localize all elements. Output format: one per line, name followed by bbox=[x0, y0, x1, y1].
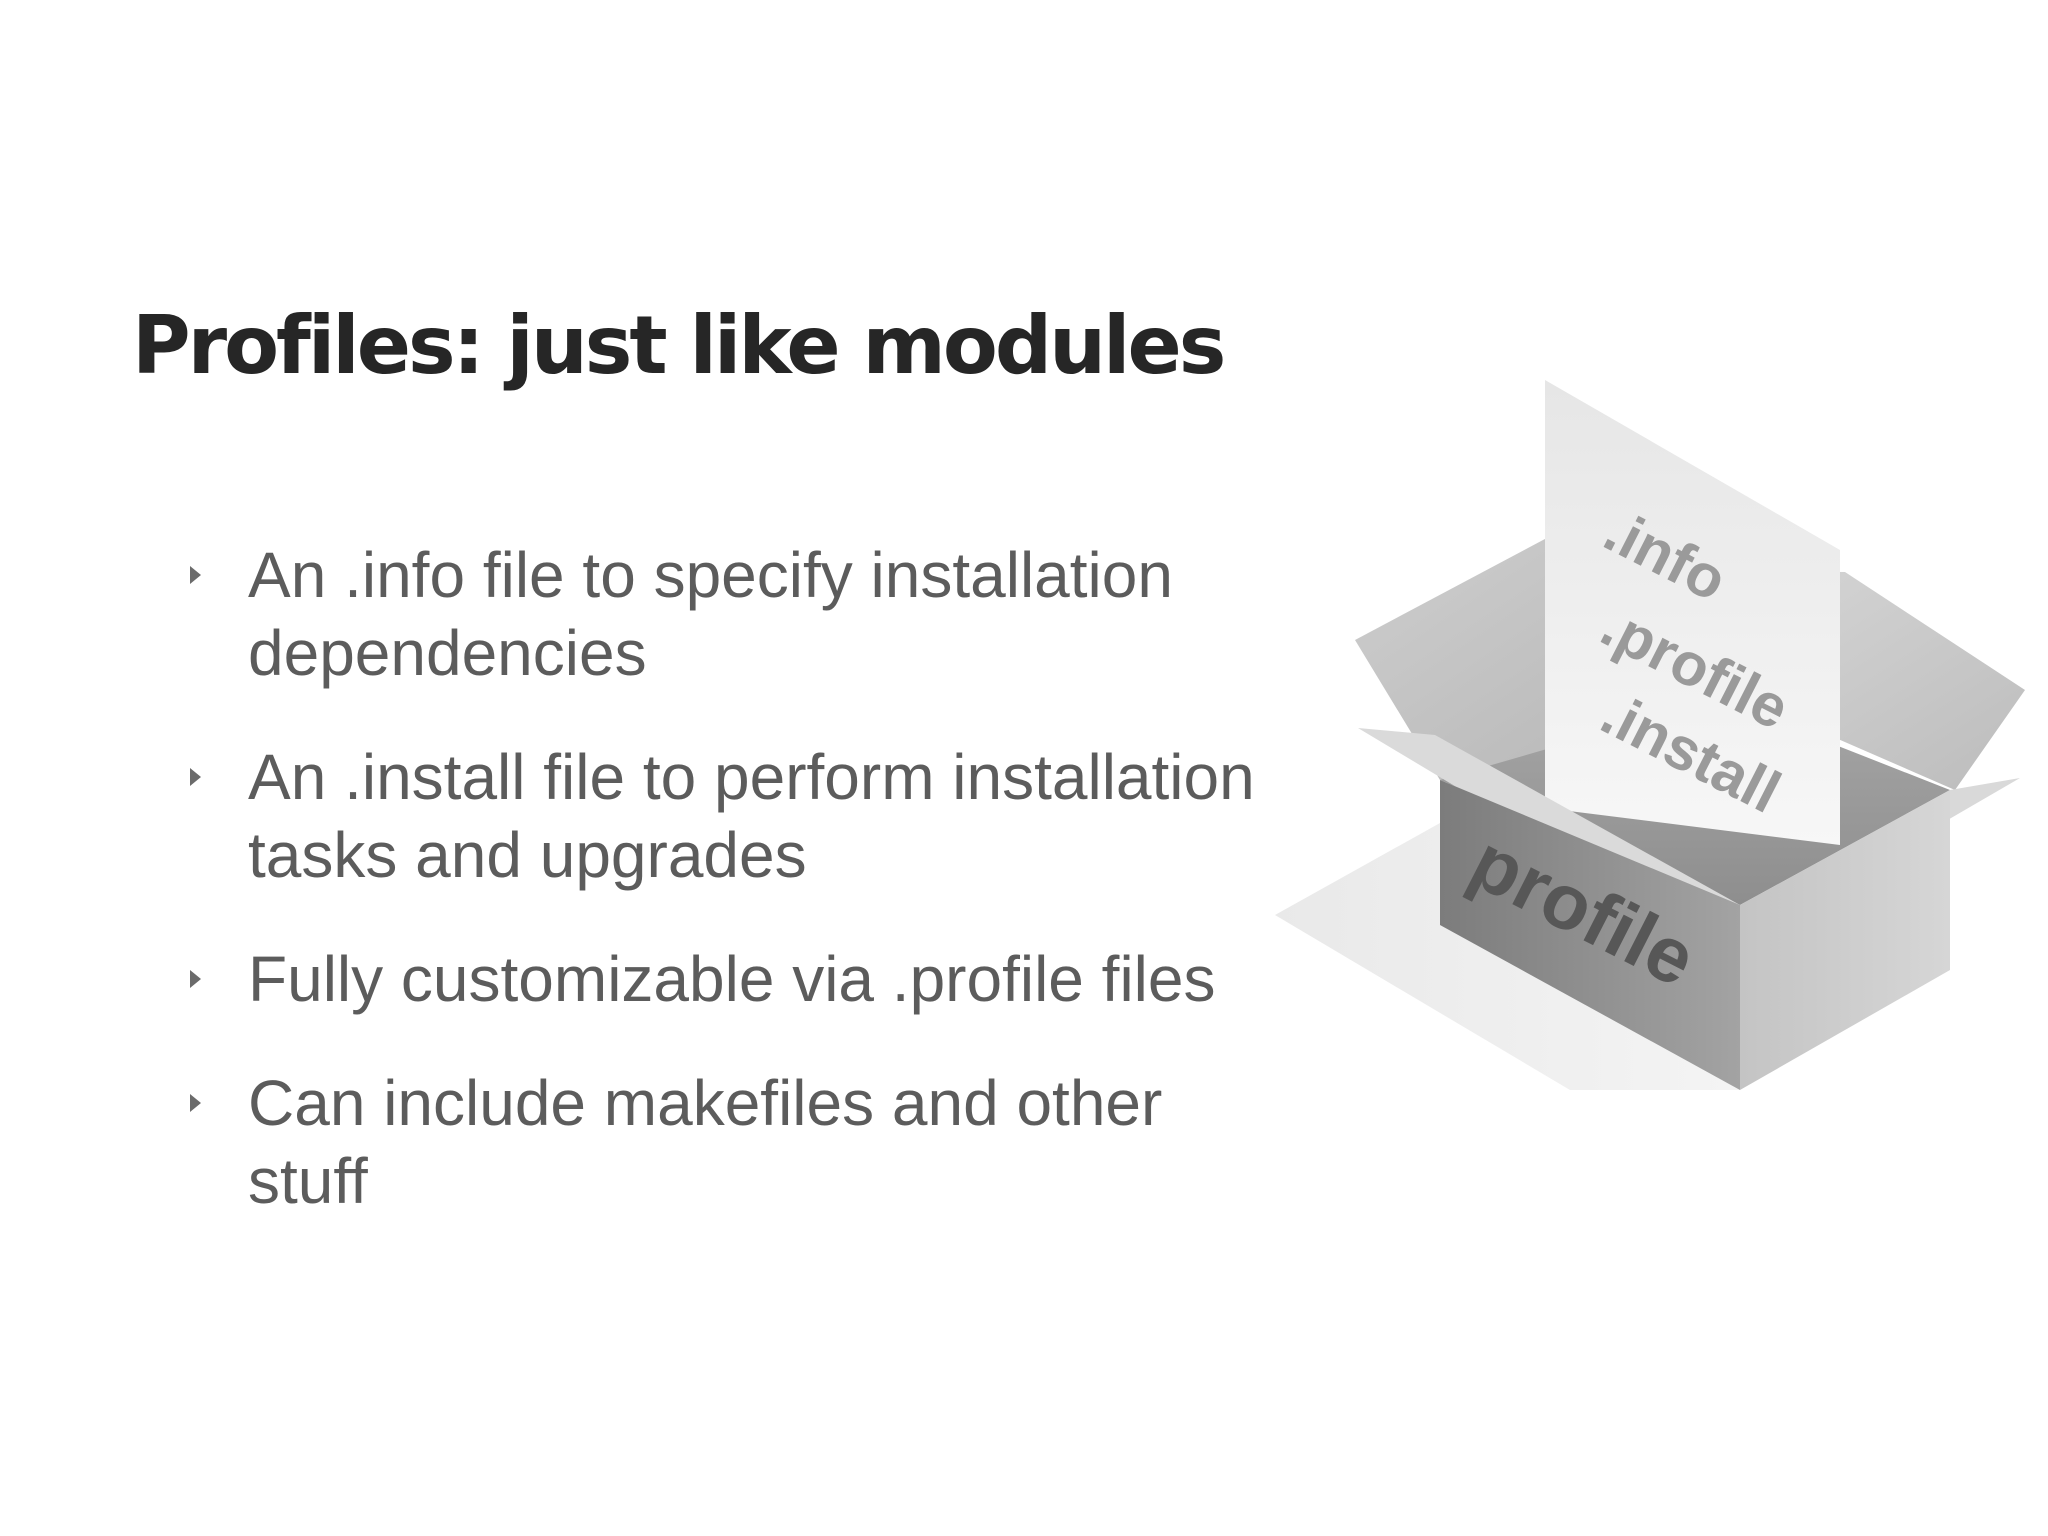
profile-box-svg: profile .info .profile .install bbox=[1275, 380, 2025, 1090]
bullet-text: Fully customizable via .profile files bbox=[248, 943, 1216, 1015]
bullet-item: Can include makefiles and other stuff bbox=[190, 1064, 1290, 1220]
bullet-triangle-icon bbox=[190, 768, 201, 786]
slide-title: Profiles: just like modules bbox=[132, 299, 1226, 392]
document-sheet bbox=[1545, 380, 1840, 845]
box-front-left-flap bbox=[1358, 728, 1740, 905]
bullet-triangle-icon bbox=[190, 1094, 201, 1112]
bullet-triangle-icon bbox=[190, 566, 201, 584]
bullet-item: Fully customizable via .profile files bbox=[190, 940, 1290, 1018]
box-front-side bbox=[1440, 780, 1740, 1090]
bullet-triangle-icon bbox=[190, 970, 201, 988]
bullet-text: An .install file to perform installation… bbox=[248, 741, 1255, 891]
profile-box-illustration: profile .info .profile .install bbox=[1270, 370, 2040, 1110]
box-right-side bbox=[1740, 790, 1950, 1090]
bullet-item: An .info file to specify installation de… bbox=[190, 536, 1290, 692]
bullet-item: An .install file to perform installation… bbox=[190, 738, 1290, 894]
bullet-text: Can include makefiles and other stuff bbox=[248, 1067, 1163, 1217]
bullet-text: An .info file to specify installation de… bbox=[248, 539, 1173, 689]
bullet-list: An .info file to specify installation de… bbox=[190, 536, 1290, 1266]
